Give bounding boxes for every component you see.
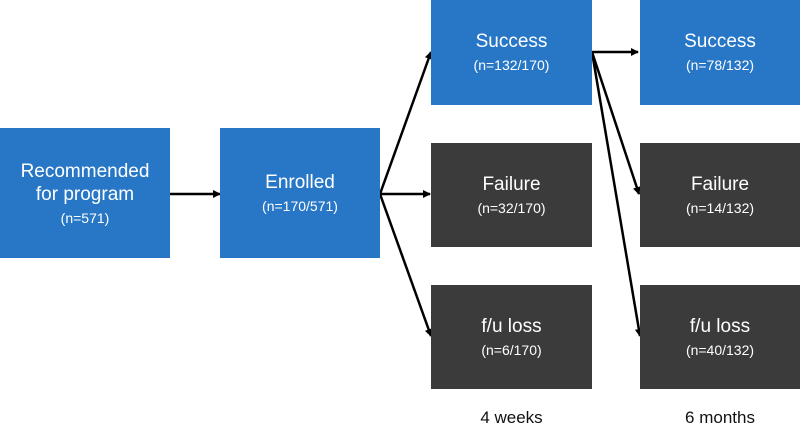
loss-6m-box: f/u loss (n=40/132) [640,285,800,389]
loss-4w-count: (n=6/170) [481,341,542,358]
enrolled-count: (n=170/571) [262,197,338,214]
recommended-title-line1: Recommended [20,160,150,182]
failure-4w-box: Failure (n=32/170) [431,143,592,247]
failure-6m-count: (n=14/132) [685,199,755,216]
loss-6m-title: f/u loss [689,315,751,337]
failure-4w-title: Failure [482,173,541,195]
arrow-success-4w-to-loss-6m [590,51,643,337]
success-6m-count: (n=78/132) [685,57,755,73]
enrolled-title: Enrolled [265,171,335,193]
success-4w-box: Success (n=132/170) [431,0,592,105]
recommended-title-line2: for program [35,183,135,205]
success-6m-title: Success [684,31,756,52]
arrow-enrolled-to-success-4w [378,51,433,195]
column-label-6-months: 6 months [685,408,755,427]
loss-6m-count: (n=40/132) [685,341,755,358]
success-4w-title: Success [475,31,548,52]
success-4w-count: (n=132/170) [473,57,550,73]
success-6m-box: Success (n=78/132) [640,0,800,105]
enrolled-box: Enrolled (n=170/571) [220,128,380,258]
loss-4w-box: f/u loss (n=6/170) [431,285,592,389]
recommended-box: Recommended for program (n=571) [0,128,170,258]
failure-4w-count: (n=32/170) [477,199,546,216]
recommended-count: (n=571) [60,209,110,226]
column-label-4-weeks: 4 weeks [480,408,543,427]
arrow-success-4w-to-failure-6m [590,51,641,195]
failure-6m-title: Failure [690,173,750,195]
arrow-enrolled-to-loss-4w [378,193,433,337]
loss-4w-title: f/u loss [481,315,542,337]
failure-6m-box: Failure (n=14/132) [640,143,800,247]
